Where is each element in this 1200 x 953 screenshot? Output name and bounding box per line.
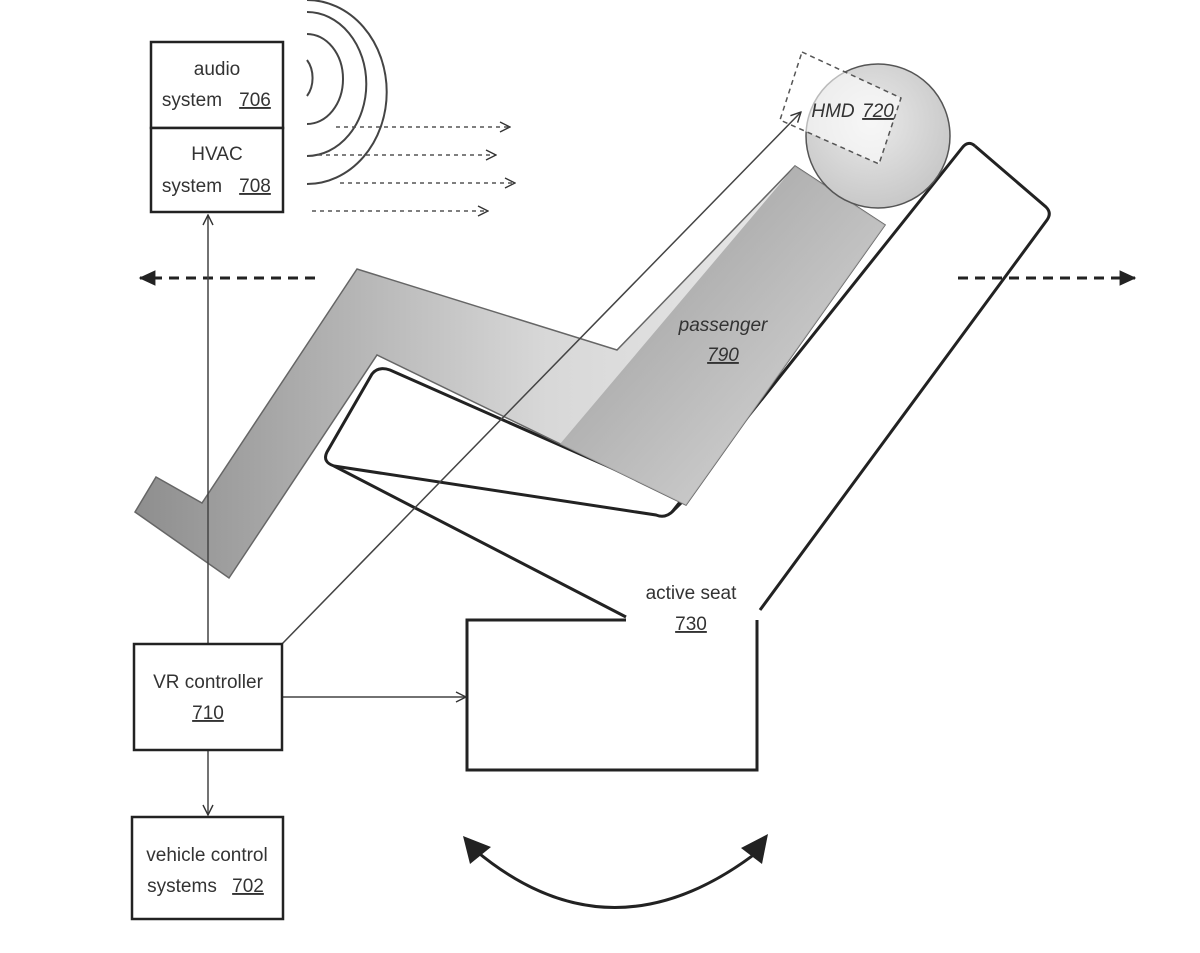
vr-controller-label: VR controller xyxy=(153,672,263,693)
seat-back-left-edge xyxy=(670,141,976,513)
passenger-torso xyxy=(560,166,885,505)
hmd-label: HMD xyxy=(811,101,855,122)
rotation-arrow xyxy=(474,848,761,909)
rotation-arrowhead-left xyxy=(463,836,491,864)
audio-ref: 706 xyxy=(239,90,271,111)
sound-wave-2 xyxy=(306,33,344,125)
audio-label-line2: system xyxy=(162,90,222,111)
hvac-system-box xyxy=(149,126,285,214)
link-vr-to-hmd xyxy=(281,112,801,645)
hvac-ref: 708 xyxy=(239,176,271,197)
passenger-ref: 790 xyxy=(707,345,739,366)
sound-wave-3 xyxy=(306,11,368,157)
hvac-label-line2: system xyxy=(162,176,222,197)
seat-base-slope xyxy=(333,464,627,619)
seat-backrest-outline xyxy=(758,144,1051,611)
hvac-label-line1: HVAC xyxy=(191,144,242,165)
active-seat-block xyxy=(465,618,759,772)
seat-cushion xyxy=(324,367,687,518)
sound-wave-1 xyxy=(306,59,314,97)
active-seat-ref: 730 xyxy=(675,614,707,635)
hmd-ref: 720 xyxy=(862,101,894,122)
sound-wave-4 xyxy=(306,0,388,185)
vr-controller-box xyxy=(132,642,284,752)
audio-system-box xyxy=(149,40,285,130)
hmd-outline xyxy=(779,50,902,166)
rotation-arrowhead-right xyxy=(741,834,768,864)
active-seat-label: active seat xyxy=(646,583,738,604)
vehicle-control-label-line2: systems xyxy=(147,876,217,897)
vehicle-control-box xyxy=(130,815,285,921)
vehicle-control-ref: 702 xyxy=(232,876,264,897)
passenger-label: passenger xyxy=(678,315,768,336)
vehicle-control-label-line1: vehicle control xyxy=(146,845,267,866)
vr-controller-ref: 710 xyxy=(192,703,224,724)
audio-label-line1: audio xyxy=(194,59,241,80)
